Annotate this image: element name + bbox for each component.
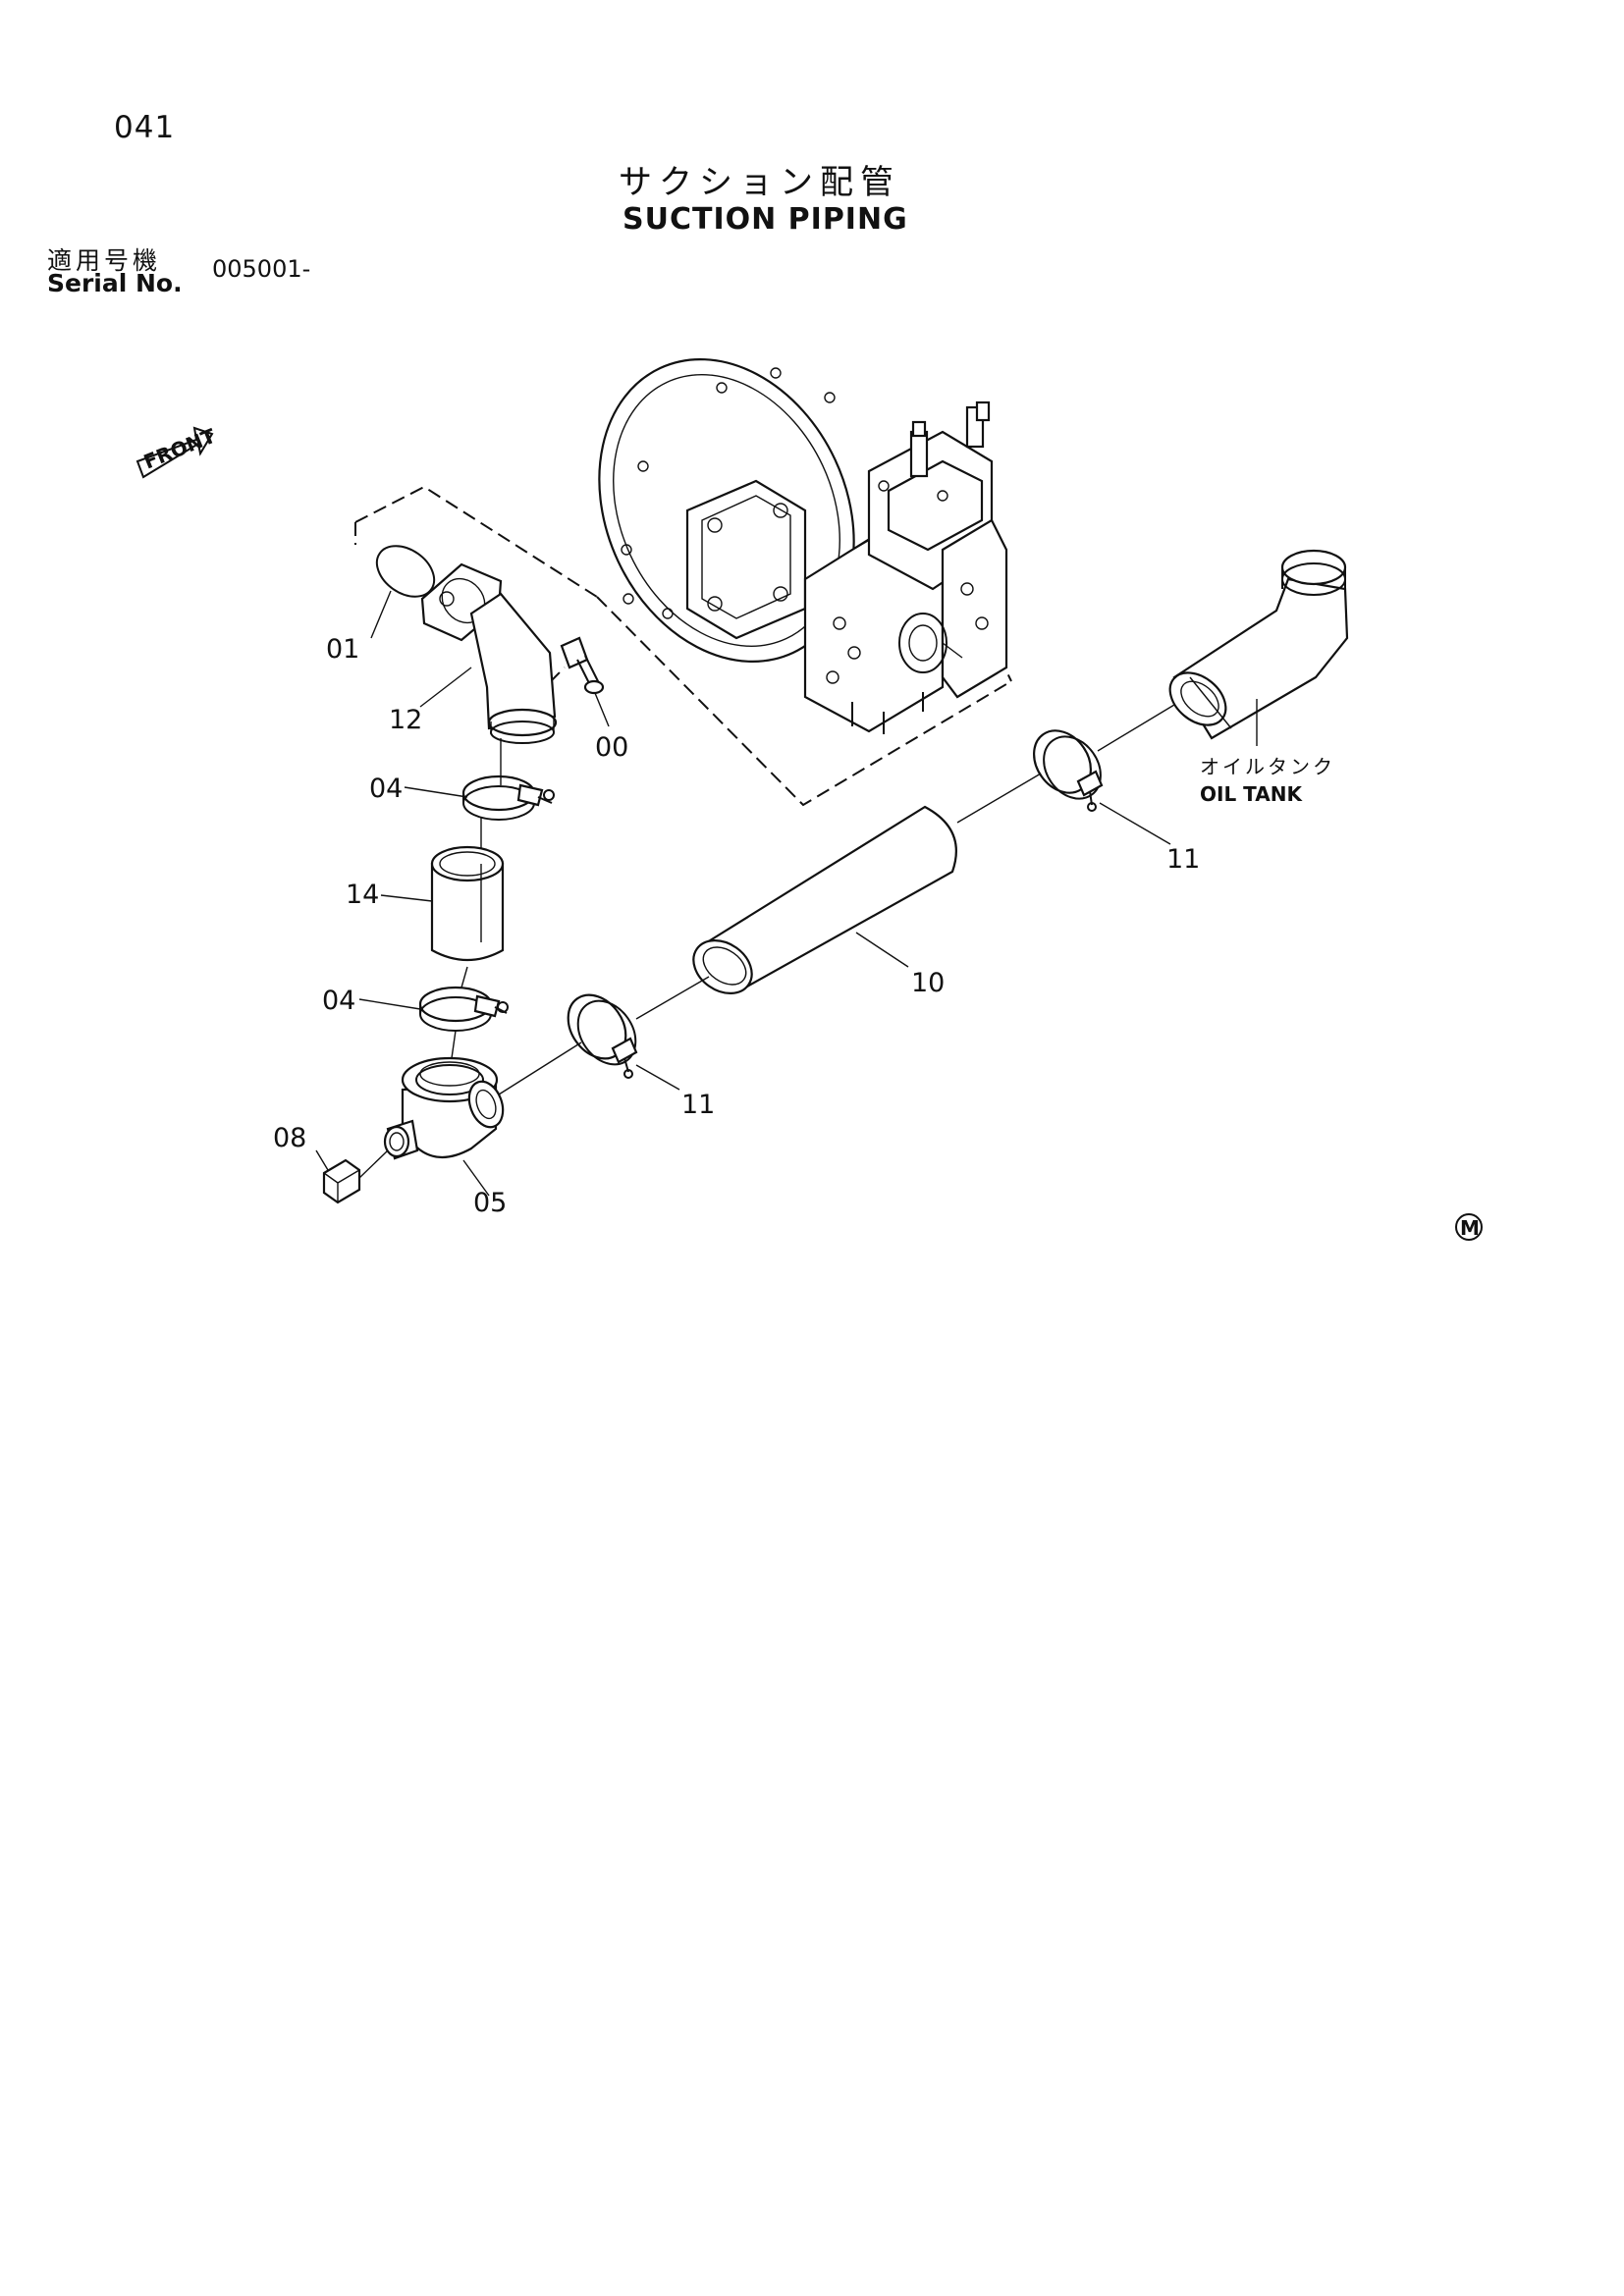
hydraulic-pump-assembly	[598, 357, 1008, 734]
callout-part-04-upper: 04	[369, 774, 403, 804]
oil-tank-label-japanese: オイルタンク	[1200, 755, 1335, 778]
drain-plug-part	[322, 1158, 361, 1204]
callout-leader-lines	[315, 590, 1258, 1197]
callout-part-05: 05	[473, 1188, 507, 1218]
serial-label-japanese: 適用号機	[47, 246, 162, 275]
o-ring-part	[375, 545, 436, 598]
flange-elbow-part	[420, 562, 558, 744]
callout-part-08: 08	[273, 1123, 306, 1153]
page-title: SUCTION PIPING	[623, 202, 908, 237]
bolt-part	[560, 636, 605, 695]
serial-number-value: 005001-	[212, 255, 311, 283]
m-mark-label: M	[1460, 1216, 1480, 1240]
hose-clamp-upper-part	[461, 774, 555, 821]
page-number: 041	[114, 110, 176, 145]
front-marker-label: FRONT	[140, 424, 219, 474]
callout-part-12: 12	[389, 705, 422, 735]
oil-tank-outlet	[1168, 549, 1349, 740]
m-mark-icon: M	[1455, 1213, 1483, 1241]
oil-tank-label: OIL TANK	[1200, 782, 1303, 806]
pipe-clamp-lower-part	[567, 993, 638, 1079]
callout-part-04-lower: 04	[322, 986, 355, 1016]
callout-part-11-upper: 11	[1166, 844, 1200, 875]
callout-part-14: 14	[346, 880, 379, 910]
front-arrow-icon: FRONT	[135, 424, 219, 479]
tee-fitting-part	[383, 1056, 505, 1160]
callout-part-01: 01	[326, 634, 359, 665]
suction-hose-part	[430, 845, 505, 961]
callout-part-11-lower: 11	[681, 1090, 715, 1120]
callout-part-10: 10	[911, 968, 945, 998]
hose-clamp-lower-part	[418, 986, 509, 1032]
assembly-center-line	[358, 704, 1175, 1179]
serial-label: Serial No.	[47, 269, 183, 297]
page-title-japanese: サクション配管	[619, 163, 900, 202]
pipe-clamp-upper-part	[1033, 729, 1104, 812]
callout-part-00: 00	[595, 732, 628, 763]
suction-pipe-part	[692, 805, 957, 994]
